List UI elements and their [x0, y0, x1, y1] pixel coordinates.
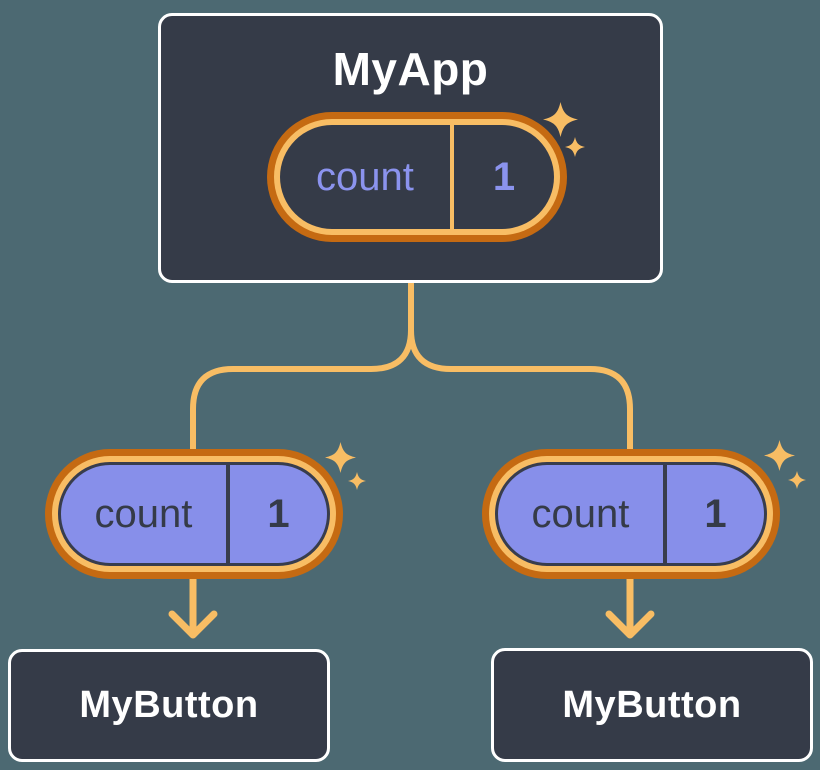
- node-mybutton-right: MyButton: [491, 648, 813, 762]
- pill-divider: [662, 465, 667, 563]
- pill-value: 1: [704, 491, 727, 536]
- node-mybutton-left: MyButton: [8, 649, 330, 762]
- pill-key-label: count: [531, 491, 630, 536]
- prop-pill-ring: count 1: [52, 456, 336, 572]
- node-title: MyApp: [332, 43, 489, 95]
- sparkle-icon: [348, 472, 366, 490]
- prop-pill-right: count 1: [482, 449, 780, 579]
- prop-pill-left: count 1: [45, 449, 343, 579]
- pill-divider: [449, 125, 454, 229]
- prop-pill-ring: count 1: [489, 456, 773, 572]
- pill-key-label: count: [94, 491, 193, 536]
- node-title: MyButton: [562, 683, 742, 726]
- sparkle-icon: [325, 442, 356, 473]
- pill-value: 1: [267, 491, 290, 536]
- arrow-down-icon: [168, 575, 218, 639]
- pill-divider: [225, 465, 230, 563]
- connector-left: [190, 281, 414, 459]
- pill-key-label: count: [316, 154, 414, 199]
- state-pill: count 1: [267, 112, 567, 242]
- sparkle-icon: [764, 440, 795, 471]
- connector-right: [408, 281, 633, 459]
- arrow-down-icon: [605, 575, 655, 639]
- state-pill-ring: count 1: [274, 119, 560, 235]
- node-title: MyButton: [79, 684, 259, 726]
- pill-value: 1: [492, 154, 516, 199]
- sparkle-icon: [788, 471, 806, 489]
